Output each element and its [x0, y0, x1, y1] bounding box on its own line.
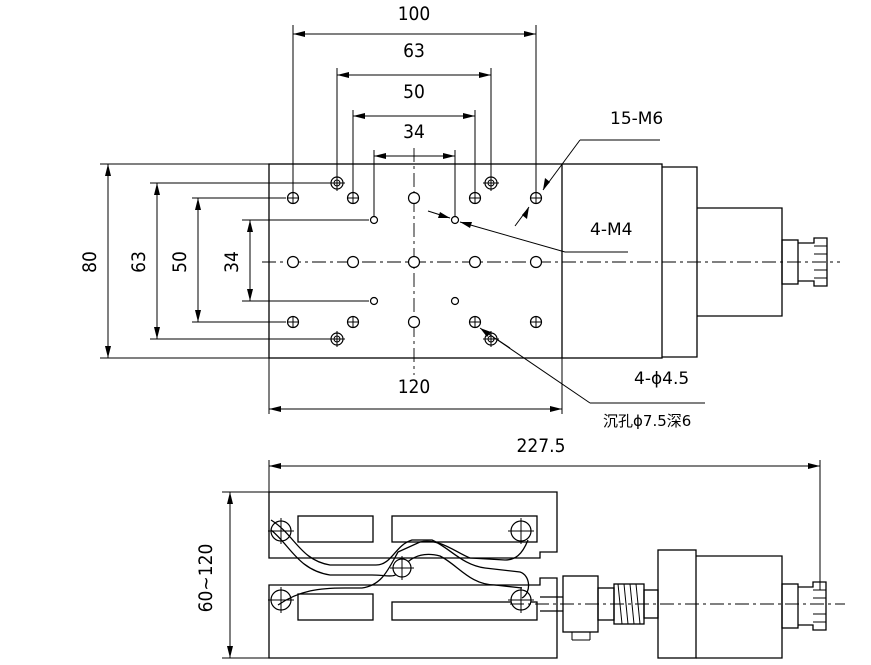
scissor-linkage: [270, 519, 530, 606]
side-base-plate: [268, 577, 558, 659]
dim-label-50: 50: [403, 81, 425, 103]
leader-15-m6: [514, 139, 660, 227]
dim-label-100: 100: [398, 3, 431, 25]
m6-hole: [407, 315, 421, 329]
m4-hole: [450, 215, 460, 225]
m4-hole: [369, 215, 379, 225]
callout-counterbore: 沉孔ϕ7.5深6: [603, 412, 691, 430]
top-plate-outline: [268, 163, 663, 359]
counterbore-hole: [329, 331, 345, 347]
dim-label-63-vertical: 63: [128, 251, 150, 273]
dim-label-34: 34: [403, 121, 425, 143]
side-motor-mount: [657, 549, 697, 659]
dim-width-34: [373, 150, 456, 216]
m4-hole: [450, 296, 460, 306]
counterbore-hole: [483, 175, 499, 191]
dim-label-60-120: 60~120: [195, 544, 217, 613]
m6-hole: [286, 255, 300, 269]
side-connector: [781, 583, 799, 629]
dim-height-63: [150, 182, 330, 340]
leader-4-d4.5: [479, 327, 705, 404]
m6-hole: [407, 191, 421, 205]
dim-label-63: 63: [403, 40, 425, 62]
counterbore-hole: [329, 175, 345, 191]
base-slot-left: [297, 593, 374, 621]
base-slot-right: [391, 601, 538, 621]
dim-height-range: [222, 491, 269, 659]
side-motor-body: [696, 555, 783, 659]
dim-width-50: [352, 110, 476, 192]
hole-pattern: [286, 175, 543, 347]
callout-4-d4.5: 4-ϕ4.5: [634, 369, 689, 389]
top-view: 100 63 50 34 120 80 63 50 34 15-M6 4-M4: [79, 3, 840, 430]
dim-label-50-vertical: 50: [169, 251, 191, 273]
m6-hole: [407, 255, 421, 269]
callout-4-m4: 4-M4: [590, 220, 632, 240]
dim-height-50: [192, 197, 286, 323]
dim-height-80: [100, 163, 269, 359]
top-slot-right: [391, 515, 538, 543]
dim-label-80: 80: [79, 251, 101, 273]
m6-hole: [468, 255, 482, 269]
callout-15-m6: 15-M6: [610, 109, 663, 129]
dim-label-120: 120: [398, 376, 431, 398]
dim-width-100: [292, 25, 537, 192]
side-connector-knurl: [798, 581, 827, 631]
top-slot-left: [297, 515, 374, 543]
counterbore-hole: [483, 331, 499, 347]
dim-label-227.5: 227.5: [517, 435, 566, 457]
dim-total-length: [268, 460, 821, 590]
dim-label-34-vertical: 34: [221, 251, 243, 273]
side-top-plate: [268, 491, 558, 559]
dim-base-120: [268, 358, 563, 414]
side-view: 227.5 60~120: [195, 435, 845, 659]
m6-hole: [529, 255, 543, 269]
dim-height-34: [242, 219, 369, 302]
m6-hole: [346, 255, 360, 269]
leader-4-m4: [427, 210, 628, 253]
m4-hole: [369, 296, 379, 306]
connector-knurl: [798, 237, 828, 287]
dim-width-63: [336, 68, 492, 176]
